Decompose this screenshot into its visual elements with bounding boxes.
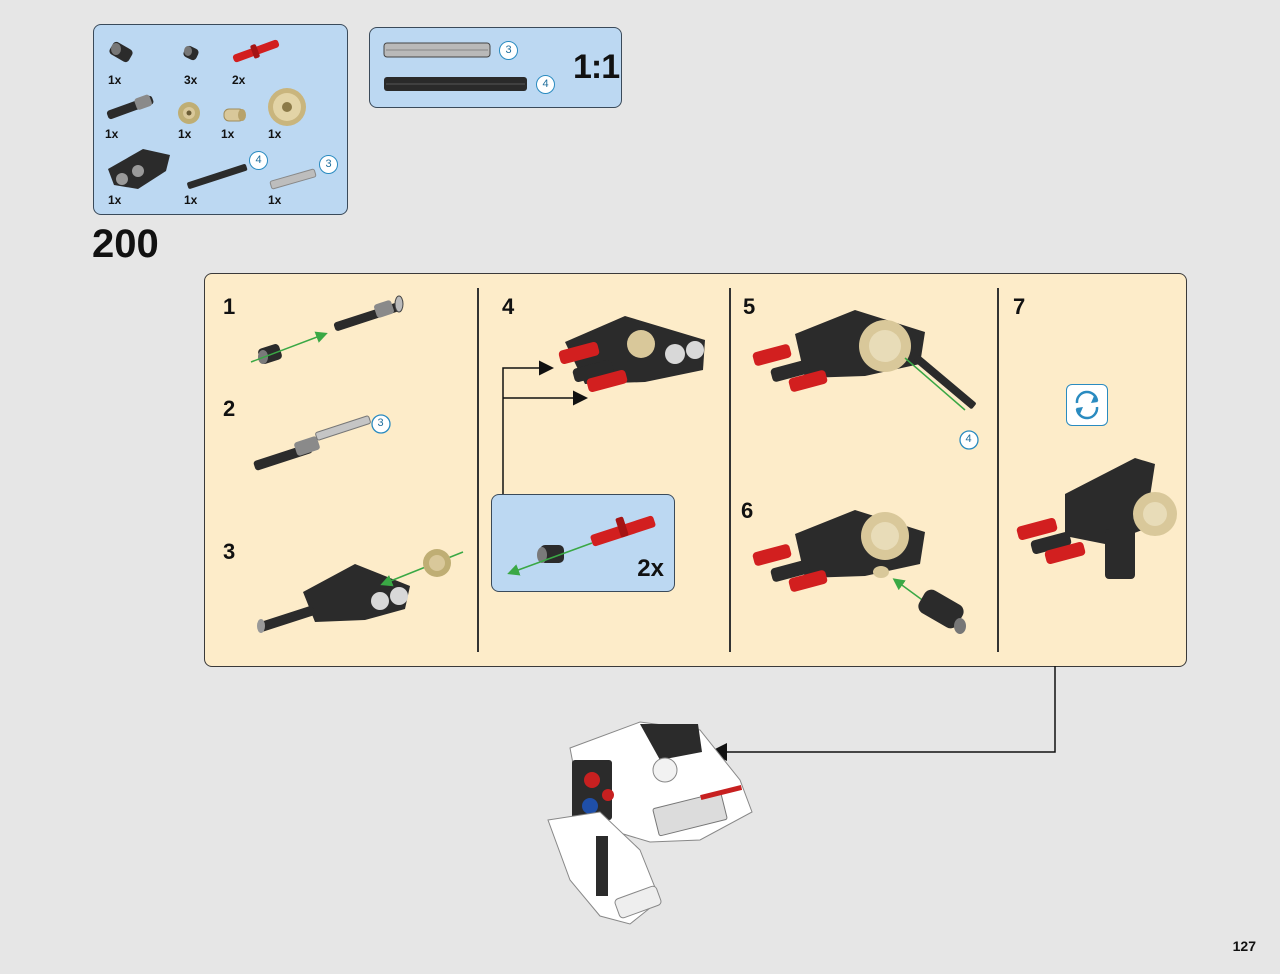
part-qty: 1x (108, 193, 122, 207)
part-qty: 1x (221, 127, 235, 141)
step2-assembly (253, 415, 371, 471)
tan-gear-icon (268, 88, 306, 126)
substep-number: 3 (223, 539, 236, 564)
length-badge: 4 (965, 433, 972, 445)
step-number: 200 (92, 222, 159, 266)
substeps-panel: 1 2 3 4 5 6 7 (204, 273, 1187, 667)
column-divider (729, 288, 731, 652)
step1-assembly (250, 295, 404, 364)
length-badge-circle (959, 430, 979, 450)
part-qty: 2x (232, 73, 246, 87)
rotate-model-icon (1066, 384, 1108, 426)
callout-illustration (507, 515, 656, 576)
length-badge: 4 (249, 151, 268, 170)
part-qty: 1x (268, 127, 282, 141)
part-qty: 1x (108, 73, 122, 87)
page-number: 127 (1232, 938, 1256, 954)
parts-illustrations (106, 39, 317, 190)
substep4-callout: 2x (491, 494, 675, 592)
length-badge: 3 (499, 41, 518, 60)
placement-arrow (709, 666, 1056, 761)
step5-assembly (752, 310, 976, 411)
callout-quantity: 2x (637, 555, 664, 582)
scale-axles (383, 42, 527, 91)
part-qty: 1x (184, 193, 198, 207)
half-bush-icon (183, 45, 199, 61)
part-qty: 3x (184, 73, 198, 87)
part-qty: 1x (268, 193, 282, 207)
length-badge: 4 (536, 75, 555, 94)
step7-assembly (1016, 458, 1177, 579)
substep-number: 6 (741, 498, 754, 523)
column-divider (477, 288, 479, 652)
tan-connector-icon (223, 108, 246, 122)
length-badge-circle (371, 414, 391, 434)
red-axle-pin-icon (232, 39, 280, 63)
black-axle-4-icon (187, 164, 248, 189)
step4-assembly (558, 316, 705, 393)
step6-assembly (752, 510, 966, 634)
substep-number: 4 (502, 294, 515, 319)
parts-callout: 1x 3x 2x 1x 1x 1x 1x 1x 1x 1x 4 3 (93, 24, 348, 215)
bent-liftarm-icon (108, 149, 170, 189)
part-qty: 1x (105, 127, 119, 141)
small-gear-icon (178, 102, 200, 124)
substep-number: 5 (743, 294, 756, 319)
substep-number: 7 (1013, 294, 1026, 319)
length-badge: 3 (377, 417, 384, 429)
final-model (547, 721, 753, 925)
scale-ratio: 1:1 (573, 48, 620, 86)
length-badge: 3 (319, 155, 338, 174)
axle-pin-with-friction-icon (106, 94, 154, 120)
build-illustrations (250, 295, 1177, 634)
grey-axle-3-icon (269, 168, 317, 190)
step3-assembly (257, 549, 464, 633)
column-divider (997, 288, 999, 652)
substep-number: 1 (223, 294, 236, 319)
substep-number: 2 (223, 396, 236, 421)
bush-icon (109, 41, 133, 63)
part-qty: 1x (178, 127, 192, 141)
scale-box: 3 4 1:1 (369, 27, 622, 108)
